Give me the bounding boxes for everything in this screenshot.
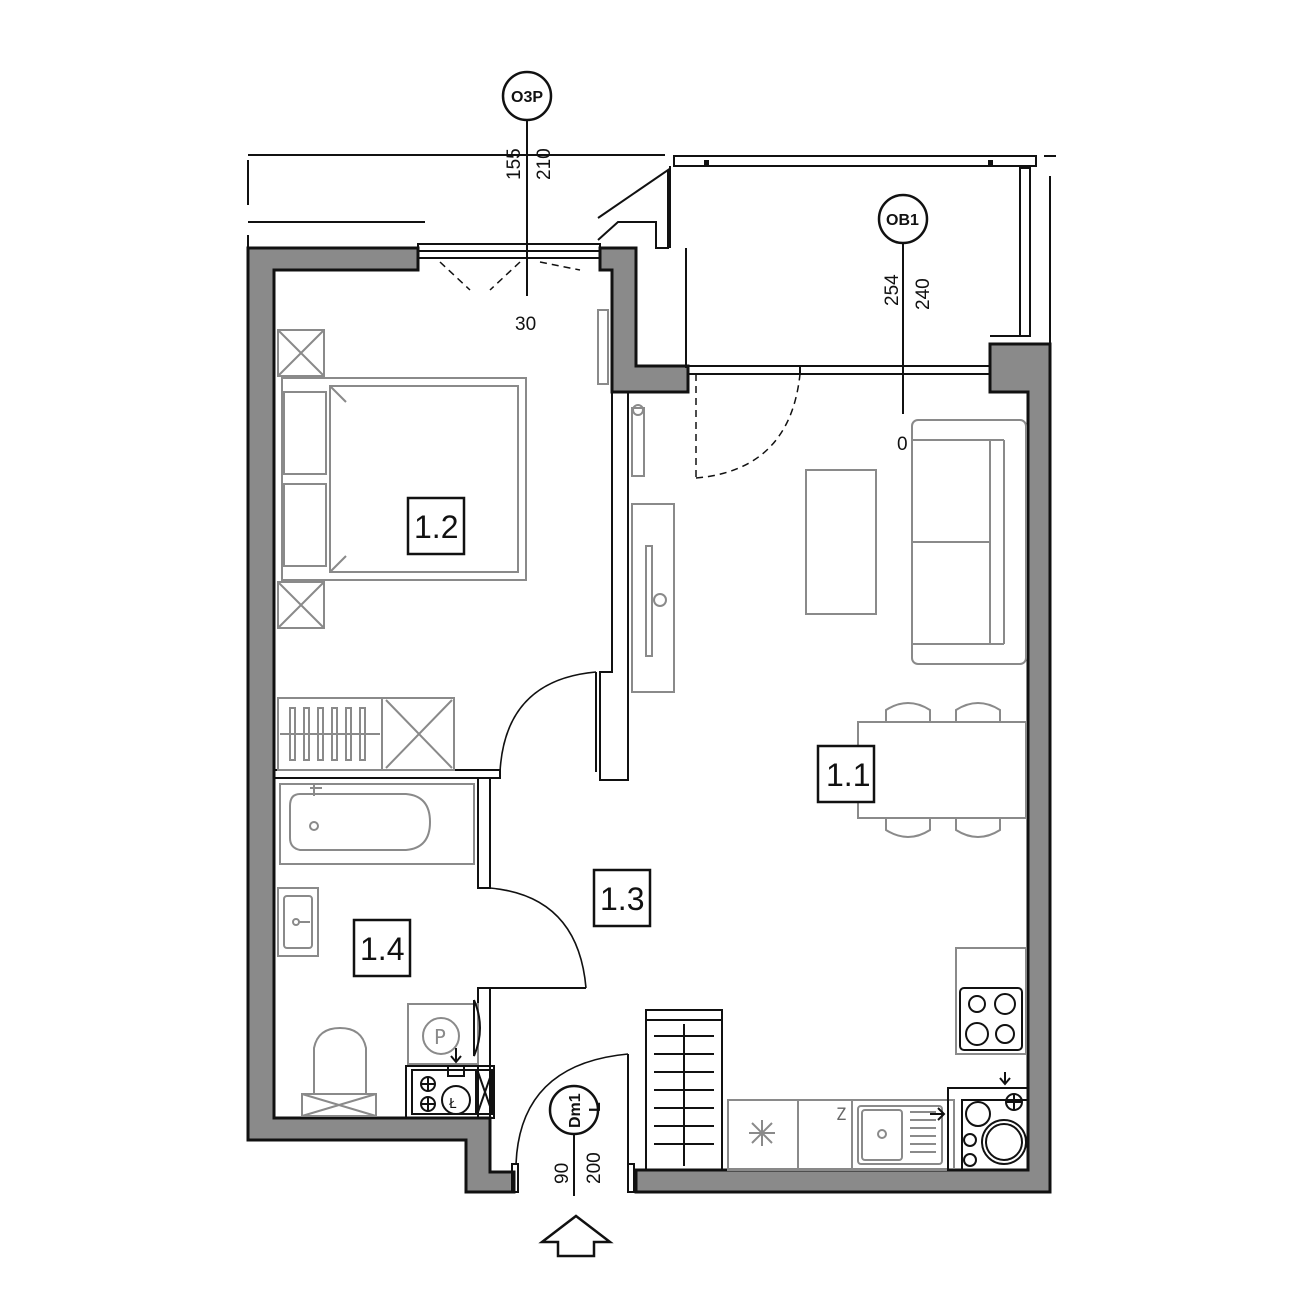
- o3p-dim-a: 155: [504, 148, 525, 180]
- wardrobe: [277, 697, 455, 771]
- chair: [955, 702, 1001, 722]
- door-entrance-swing: [515, 1053, 629, 1165]
- pump-label: P: [434, 1025, 446, 1049]
- room-number-1-3: 1.3: [600, 881, 644, 917]
- window-ob1: [687, 365, 991, 375]
- hangers: [289, 707, 366, 761]
- opening-tags: O3P 155 210 30 OB1 254 240 0 Dm1 L 90 20…: [501, 70, 934, 1196]
- toilet: [313, 1026, 367, 1094]
- wall-bedroom-right: [599, 391, 629, 781]
- door-bathroom-swing: [489, 887, 587, 989]
- wall-bath-right: [477, 777, 491, 889]
- entrance-arrow-icon: [538, 1214, 614, 1258]
- room-box-1-2: [406, 496, 466, 556]
- washbasin: [277, 887, 319, 957]
- room-number-1-1: 1.1: [826, 757, 870, 793]
- tag-ob1: OB1: [886, 212, 919, 229]
- dishwasher-icon: [749, 1120, 775, 1146]
- kitchen-counter-right: [955, 947, 1027, 1055]
- balcony-railing-top: [673, 155, 1037, 167]
- kitchen-counter: [727, 1099, 955, 1171]
- wall-left: [246, 246, 516, 1194]
- bed: [281, 377, 527, 581]
- ob1-dim-b: 240: [913, 278, 934, 310]
- fridge-shelves: [654, 1035, 714, 1145]
- windows: [417, 243, 991, 479]
- boiler: [981, 1119, 1027, 1165]
- tv-cabinet: [631, 503, 675, 693]
- nightstand: [277, 329, 325, 377]
- tag-o3p: O3P: [511, 89, 543, 106]
- nightstand: [277, 581, 325, 629]
- chair: [885, 702, 931, 722]
- furniture: Z P: [277, 309, 1029, 1171]
- pillow: [283, 483, 327, 567]
- dm1-dim-a: 90: [552, 1163, 573, 1184]
- radiator: [597, 309, 609, 385]
- toilet-tank: [301, 1093, 377, 1117]
- o3p-dim-b: 210: [534, 148, 555, 180]
- washing-machine: [407, 1003, 479, 1065]
- radiator-living: [631, 407, 645, 477]
- chair: [955, 818, 1001, 838]
- room-number-1-2: 1.2: [414, 509, 458, 545]
- meter-label: Ł: [448, 1097, 457, 1112]
- door-bedroom-swing: [499, 671, 597, 773]
- sink-mark: Z: [836, 1105, 846, 1125]
- o3p-sill: 30: [515, 314, 536, 335]
- balcony-corner: [597, 168, 669, 249]
- coffee-table: [805, 469, 877, 615]
- room-number-1-4: 1.4: [360, 931, 404, 967]
- balcony-railing-right: [1019, 167, 1031, 337]
- pillow: [283, 391, 327, 475]
- wall-right: [634, 342, 1052, 1194]
- cooktop: [959, 987, 1023, 1051]
- dining-table: [857, 721, 1027, 819]
- chair: [885, 818, 931, 838]
- dm1-dim-b: 200: [584, 1152, 605, 1184]
- walls: [246, 154, 1056, 1194]
- tag-dm1: Dm1: [567, 1093, 584, 1128]
- wall-kitchen-stub: [645, 1009, 723, 1021]
- room-box-1-1: [816, 744, 876, 804]
- wall-top-mid: [598, 246, 690, 394]
- bathtub: [279, 783, 475, 865]
- wall-bedroom-bottom: [274, 769, 501, 779]
- balcony-door-swing: [695, 373, 801, 479]
- doors: [488, 671, 635, 1193]
- kitchen-sink: [857, 1105, 943, 1165]
- tag-dm1-side: L: [587, 1102, 604, 1112]
- tv: [645, 545, 653, 657]
- room-box-1-4: [352, 918, 412, 978]
- room-labels: 1.2 1.1 1.3 1.4: [352, 496, 876, 978]
- ob1-dim-a: 254: [882, 274, 903, 306]
- fridge: [645, 1019, 723, 1171]
- ob1-sill: 0: [897, 434, 908, 455]
- room-box-1-3: [592, 868, 652, 928]
